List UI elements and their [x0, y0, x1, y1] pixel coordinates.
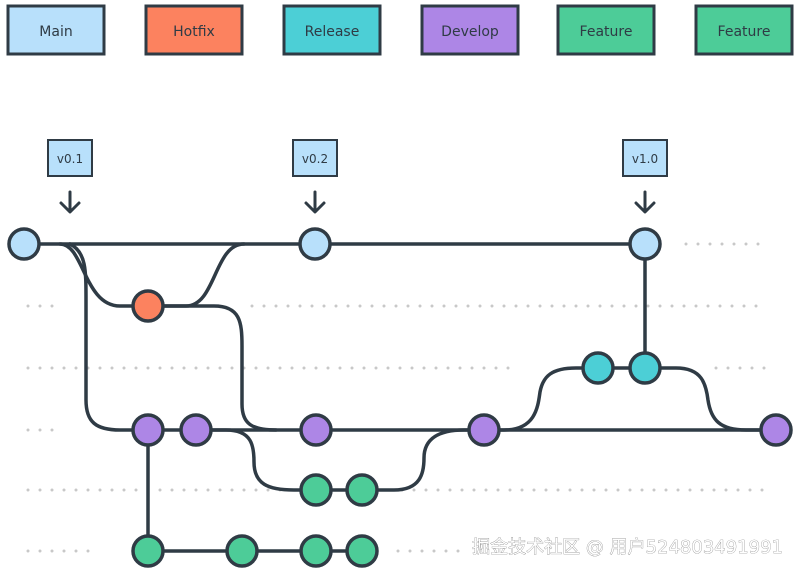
develop-to-release-line	[482, 366, 600, 432]
tag-arrow-down-icon	[634, 190, 656, 214]
tag-label-v0-1: v0.1	[57, 152, 83, 166]
feature-2-commit-node	[345, 534, 379, 568]
legend-label-main: Main	[39, 24, 72, 40]
lane-guides	[26, 242, 768, 553]
legend-item-feature: Feature	[556, 4, 656, 56]
main-to-develop-line	[68, 242, 150, 432]
hotfix-to-develop-line	[158, 304, 278, 432]
legend-label-feature-2: Feature	[718, 24, 771, 40]
hotfix-to-main-line	[146, 242, 246, 308]
tag-arrow-down-icon	[304, 190, 326, 214]
legend-label-release: Release	[305, 24, 360, 40]
legend-label-develop: Develop	[441, 24, 499, 40]
feature-commit-node	[345, 473, 379, 507]
version-tags: v0.1 v0.2 v1.0	[47, 139, 668, 214]
legend-item-release: Release	[282, 4, 382, 56]
develop-to-feature-line	[194, 428, 318, 492]
feature-2-commit-node	[225, 534, 259, 568]
legend-item-hotfix: Hotfix	[144, 4, 244, 56]
legend: Main Hotfix Release Develop Feature Feat…	[6, 4, 794, 56]
feature-to-develop-line	[360, 428, 486, 492]
main-commit-node	[298, 227, 332, 261]
legend-label-feature: Feature	[580, 24, 633, 40]
main-to-hotfix-line	[58, 242, 150, 308]
legend-item-feature-2: Feature	[694, 4, 794, 56]
develop-commit-node	[131, 413, 165, 447]
commit-nodes	[7, 227, 793, 568]
feature-2-commit-node	[299, 534, 333, 568]
develop-commit-node	[299, 413, 333, 447]
feature-2-commit-node	[131, 534, 165, 568]
legend-item-main: Main	[6, 4, 106, 56]
branch-lines	[22, 242, 778, 553]
develop-commit-node	[179, 413, 213, 447]
release-to-develop-line	[643, 366, 778, 432]
release-commit-node	[581, 351, 615, 385]
legend-item-develop: Develop	[420, 4, 520, 56]
watermark: 掘金技术社区 @ 用户524803491991	[472, 537, 783, 558]
legend-label-hotfix: Hotfix	[173, 24, 215, 40]
tag-label-v0-2: v0.2	[302, 152, 328, 166]
feature-commit-node	[299, 473, 333, 507]
tag-v0-1: v0.1	[47, 139, 93, 214]
develop-commit-node	[759, 413, 793, 447]
tag-arrow-down-icon	[59, 190, 81, 214]
develop-commit-node	[467, 413, 501, 447]
hotfix-commit-node	[131, 289, 165, 323]
tag-v1-0: v1.0	[622, 139, 668, 214]
tag-v0-2: v0.2	[292, 139, 338, 214]
main-commit-node	[7, 227, 41, 261]
tag-label-v1-0: v1.0	[632, 152, 658, 166]
main-commit-node	[628, 227, 662, 261]
release-commit-node	[628, 351, 662, 385]
